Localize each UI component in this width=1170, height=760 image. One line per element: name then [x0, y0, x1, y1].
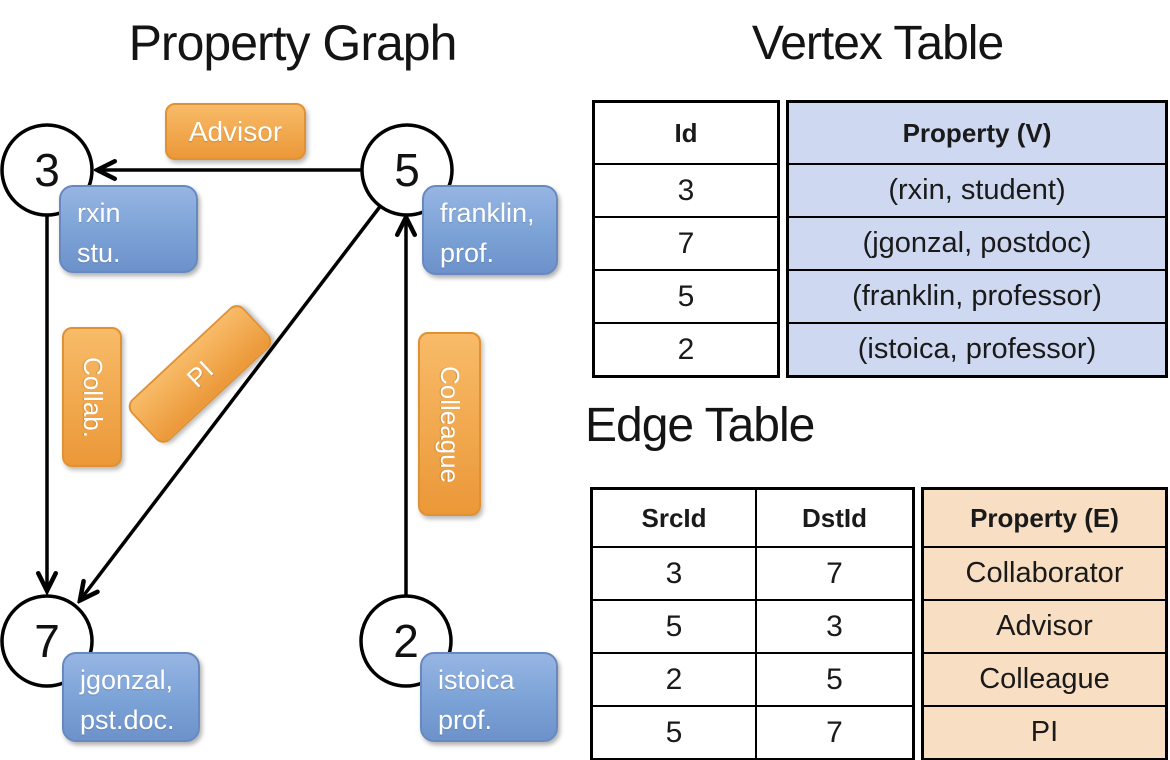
edge-row-src: 3: [590, 546, 757, 601]
edge-src-dst-subtable: SrcId DstId 3 7 5 3 2 5 5 7: [590, 487, 915, 760]
vertex-prop-3-line2: stu.: [77, 238, 121, 268]
edge-row-src: 2: [590, 652, 757, 707]
node-id-2: 2: [393, 615, 419, 667]
edge-row-property: Advisor: [921, 599, 1168, 654]
vertex-row-property: (rxin, student): [786, 163, 1168, 218]
edge-row-property: PI: [921, 705, 1168, 760]
edge-row-property: Colleague: [921, 652, 1168, 707]
vertex-row-property: (franklin, professor): [786, 269, 1168, 324]
vertex-prop-5-line1: franklin,: [440, 198, 535, 228]
edge-label-collab-text: Collab.: [77, 356, 108, 438]
edge-row-dst: 3: [755, 599, 915, 654]
edge-col-dstid: DstId: [755, 487, 915, 548]
edge-label-colleague: Colleague: [418, 332, 481, 516]
edge-row-src: 5: [590, 599, 757, 654]
vertex-row-id: 5: [592, 269, 780, 324]
vertex-row-property: (istoica, professor): [786, 322, 1168, 378]
edge-row-dst: 7: [755, 705, 915, 760]
vertex-prop-box-2: istoica prof.: [420, 652, 558, 742]
edge-row-dst: 7: [755, 546, 915, 601]
edge-label-collab: Collab.: [62, 327, 122, 467]
vertex-table-title: Vertex Table: [751, 17, 1004, 70]
edge-label-advisor: Advisor: [165, 103, 306, 160]
vertex-col-property: Property (V): [786, 100, 1168, 165]
edge-row-property: Collaborator: [921, 546, 1168, 601]
vertex-prop-7-line2: pst.doc.: [80, 705, 175, 735]
edge-col-srcid: SrcId: [590, 487, 757, 548]
edge-arrow-pi-5-to-7: [81, 198, 387, 599]
node-id-7: 7: [34, 615, 60, 667]
vertex-table: Id 3 7 5 2 Property (V) (rxin, student) …: [592, 100, 1168, 378]
vertex-prop-5-line2: prof.: [440, 238, 495, 268]
edge-col-property: Property (E): [921, 487, 1168, 548]
node-id-5: 5: [394, 144, 420, 196]
vertex-prop-3-line1: rxin: [77, 198, 121, 228]
vertex-row-id: 2: [592, 322, 780, 378]
edge-row-src: 5: [590, 705, 757, 760]
vertex-prop-2-line2: prof.: [438, 705, 493, 735]
vertex-prop-2-line1: istoica: [438, 665, 515, 695]
edge-row-dst: 5: [755, 652, 915, 707]
edge-label-pi-text: PI: [180, 354, 219, 393]
edge-table: SrcId DstId 3 7 5 3 2 5 5 7 Property (E)…: [590, 487, 1168, 760]
edge-property-subtable: Property (E) Collaborator Advisor Collea…: [921, 487, 1168, 760]
node-id-3: 3: [34, 144, 60, 196]
edge-label-advisor-text: Advisor: [188, 115, 283, 147]
vertex-prop-7-line1: jgonzal,: [80, 665, 174, 695]
vertex-prop-box-7: jgonzal, pst.doc.: [62, 652, 200, 742]
vertex-row-property: (jgonzal, postdoc): [786, 216, 1168, 271]
vertex-id-subtable: Id 3 7 5 2: [592, 100, 780, 378]
edge-table-title: Edge Table: [585, 399, 815, 452]
vertex-col-id: Id: [592, 100, 780, 165]
vertex-prop-box-5: franklin, prof.: [422, 185, 558, 275]
vertex-property-subtable: Property (V) (rxin, student) (jgonzal, p…: [786, 100, 1168, 378]
vertex-row-id: 7: [592, 216, 780, 271]
edge-label-colleague-text: Colleague: [435, 365, 465, 483]
vertex-prop-box-3: rxin stu.: [59, 185, 198, 273]
vertex-row-id: 3: [592, 163, 780, 218]
property-graph-title: Property Graph: [128, 15, 458, 71]
